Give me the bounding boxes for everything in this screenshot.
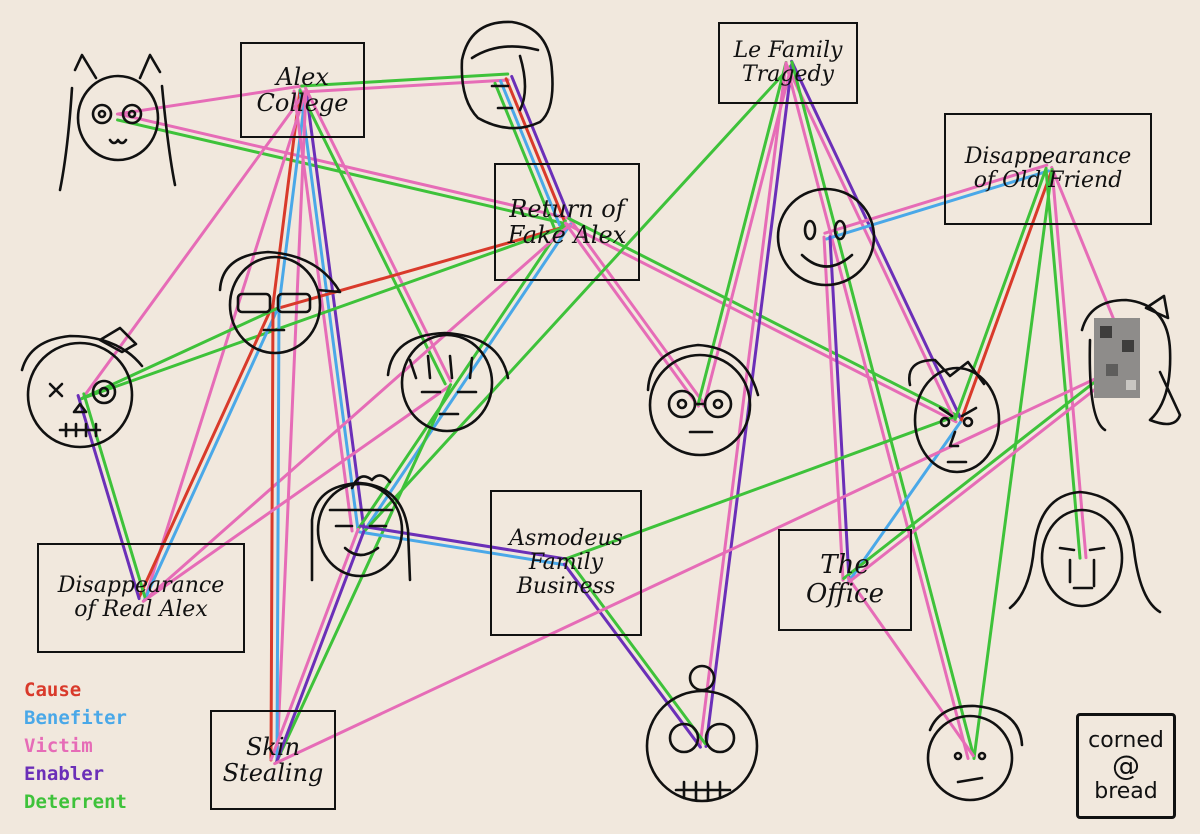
edge-victim-pixel-girl-to-office <box>845 361 1130 585</box>
event-box-skin-stealing: Skin Stealing <box>210 710 336 810</box>
edge-cause-glasses-bangs-to-skin <box>269 303 275 762</box>
edge-victim-pixel-girl-to-skin <box>273 362 1130 766</box>
edge-deterrent-bangs-to-skin <box>275 383 453 764</box>
edge-deterrent-le-family-to-ahoge <box>361 64 793 535</box>
edge-deterrent-bow-skull-to-disappear-real <box>82 392 147 599</box>
edge-enabler-asmodeus-to-bun-skull <box>562 562 702 749</box>
edge-deterrent-pixel-girl-to-office <box>842 356 1127 580</box>
censored-face-icon <box>1080 294 1182 432</box>
edge-benefiter-pointy-to-office <box>846 420 962 584</box>
legend: Cause Benefiter Victim Enabler Deterrent <box>24 676 127 816</box>
edge-deterrent-return-fake-to-bow-skull <box>79 224 570 401</box>
legend-item-cause: Cause <box>24 679 82 701</box>
edge-deterrent-alex-college-to-hood <box>300 72 510 88</box>
edge-cause-disappear-old-to-pointy <box>959 168 1054 423</box>
edge-deterrent-cat-girl-to-return-fake <box>116 118 569 226</box>
edge-victim-return-fake-to-glasses-boy <box>563 221 700 408</box>
edge-enabler-hood-to-return-fake <box>510 74 573 222</box>
event-box-alex-college: Alex College <box>240 42 365 138</box>
edge-victim-le-family-to-bun-skull <box>698 61 788 748</box>
event-box-le-family-tragedy: Le Family Tragedy <box>718 22 858 104</box>
long-hair-face-icon <box>1008 490 1162 614</box>
legend-item-benefiter: Benefiter <box>24 707 127 729</box>
ahoge-face-icon <box>310 474 412 582</box>
bun-skull-face-icon <box>645 664 759 803</box>
event-box-asmodeus-family-business: Asmodeus Family Business <box>490 490 642 636</box>
edge-benefiter-glasses-bangs-to-disappear-real <box>143 305 281 602</box>
edge-deterrent-asmodeus-to-bun-skull <box>567 559 707 746</box>
legend-item-enabler: Enabler <box>24 763 105 785</box>
edge-deterrent-alex-college-to-bangs <box>298 89 447 386</box>
edge-benefiter-hood-to-return-fake <box>499 79 562 227</box>
glasses-bangs-face-icon <box>218 250 342 355</box>
edge-victim-office-to-bottom-boy <box>846 576 975 758</box>
glasses-boy-face-icon <box>646 343 760 457</box>
edge-enabler-ahoge-to-asmodeus <box>359 524 569 561</box>
edge-cause-hood-to-return-fake <box>504 77 567 225</box>
edge-victim-le-family-to-bottom-boy <box>784 62 970 761</box>
cat-girl-face-icon <box>58 53 177 192</box>
edge-deterrent-return-fake-to-pointy <box>567 216 961 418</box>
pointy-hair-face-icon <box>908 358 1001 474</box>
bow-skull-face-icon <box>20 326 144 449</box>
edge-benefiter-glasses-bangs-to-skin <box>275 303 281 762</box>
event-box-return-of-fake-alex: Return of Fake Alex <box>494 163 640 281</box>
event-box-disappearance-of-real-alex: Disappearance of Real Alex <box>37 543 245 653</box>
edge-deterrent-disappear-old-to-pointy <box>953 166 1048 421</box>
edge-victim-return-fake-to-disappear-real <box>142 223 572 603</box>
edge-deterrent-glasses-bangs-to-bow-skull <box>80 307 279 401</box>
edge-victim-return-fake-to-pointy <box>564 222 958 424</box>
edge-deterrent-return-fake-to-ahoge <box>356 219 567 531</box>
edge-deterrent-asmodeus-to-pointy <box>563 414 958 561</box>
edge-victim-return-fake-to-glasses-boy <box>568 218 705 405</box>
edge-victim-smiley-to-office <box>822 235 845 582</box>
artist-credit: corned @ bread <box>1076 713 1176 819</box>
credit-line-1: corned <box>1088 727 1164 753</box>
edge-victim-alex-college-to-hood <box>300 78 510 94</box>
edge-enabler-ahoge-to-skin <box>275 529 366 763</box>
bangs-face-icon <box>386 331 510 433</box>
bottom-boy-face-icon <box>926 704 1024 802</box>
edge-cause-return-fake-to-glasses-bangs <box>274 224 570 311</box>
edge-enabler-smiley-to-office <box>828 235 851 582</box>
legend-item-victim: Victim <box>24 735 93 757</box>
edge-deterrent-le-family-to-bottom-boy <box>790 60 976 759</box>
edge-benefiter-ahoge-to-asmodeus <box>358 530 568 567</box>
edge-cause-glasses-bangs-to-disappear-real <box>137 302 275 599</box>
event-box-the-office: The Office <box>778 529 912 631</box>
edge-benefiter-return-fake-to-ahoge <box>361 222 572 534</box>
hooded-face-icon <box>460 20 554 130</box>
edge-benefiter-alex-college-to-glasses-bangs <box>277 88 308 307</box>
edge-victim-cat-girl-to-alex-college <box>115 84 303 116</box>
edge-victim-alex-college-to-skin <box>275 88 308 762</box>
legend-item-deterrent: Deterrent <box>24 791 127 813</box>
edge-victim-alex-college-to-disappear-real <box>143 89 308 601</box>
smiley-face-icon <box>776 187 876 287</box>
edge-benefiter-smiley-to-disappear-old <box>825 169 1051 241</box>
credit-at-symbol: @ <box>1112 749 1140 782</box>
edge-victim-ahoge-to-skin <box>269 527 360 761</box>
edge-deterrent-disappear-old-to-bottom-boy <box>972 168 1054 761</box>
event-box-disappearance-of-old-friend: Disappearance of Old Friend <box>944 113 1152 225</box>
credit-line-2: bread <box>1094 779 1158 804</box>
edge-victim-smiley-to-disappear-old <box>823 163 1049 235</box>
edge-victim-bangs-to-disappear-real <box>141 384 451 603</box>
